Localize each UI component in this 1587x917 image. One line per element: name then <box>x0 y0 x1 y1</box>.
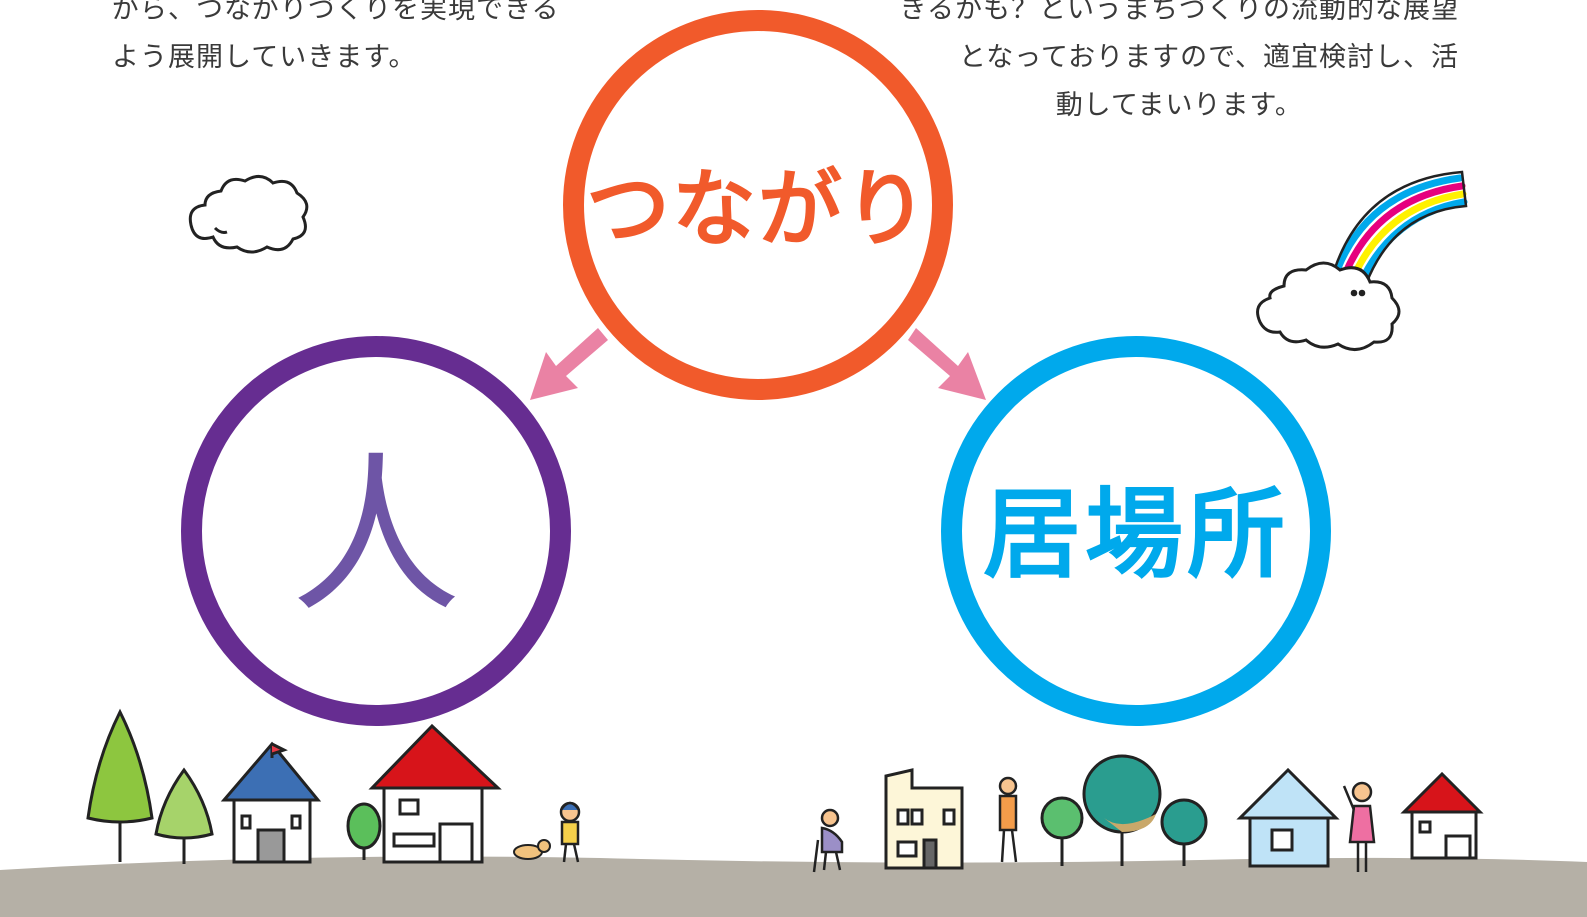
person-icon <box>812 808 844 873</box>
house-icon <box>1236 767 1340 868</box>
arrow-icon <box>530 328 608 400</box>
intro-text-right: きるかも？というまちづくりの流動的な展望 となっておりますので、適宜検討し、活 … <box>900 0 1459 130</box>
person-icon <box>1342 781 1376 872</box>
text-line: がら、つながりづくりを実現できる <box>112 0 560 25</box>
dog-icon <box>513 839 551 860</box>
cloud-icon <box>1256 261 1401 351</box>
connection-circle: つながり <box>563 10 953 400</box>
text-line: 動してまいります。 <box>1055 90 1303 121</box>
tree-icon <box>1040 796 1084 866</box>
connection-label: つながり <box>585 159 930 258</box>
place-circle: 居場所 <box>941 336 1331 726</box>
text-line: よう展開していきます。 <box>112 42 417 73</box>
rainbow-icon <box>1333 170 1468 286</box>
house-icon <box>884 768 964 870</box>
tree-icon <box>346 802 382 860</box>
arrow-icon <box>908 328 986 400</box>
person-icon <box>559 801 581 863</box>
tree-icon <box>1082 754 1162 866</box>
people-label: 人 <box>290 438 461 636</box>
people-circle: 人 <box>181 336 571 726</box>
text-line: となっておりますので、適宜検討し、活 <box>959 42 1459 73</box>
intro-text-left: がら、つながりづくりを実現できる よう展開していきます。 <box>112 0 559 82</box>
person-icon <box>998 776 1018 863</box>
tree-icon <box>1160 798 1208 866</box>
house-icon <box>368 723 502 864</box>
ground <box>0 856 1587 917</box>
tree-icon <box>86 708 154 862</box>
house-icon <box>220 741 322 864</box>
tree-icon <box>154 767 214 864</box>
text-line: きるかも？というまちづくりの流動的な展望 <box>899 0 1459 25</box>
place-label: 居場所 <box>982 478 1289 592</box>
cloud-icon <box>188 175 309 254</box>
house-icon <box>1400 771 1484 860</box>
